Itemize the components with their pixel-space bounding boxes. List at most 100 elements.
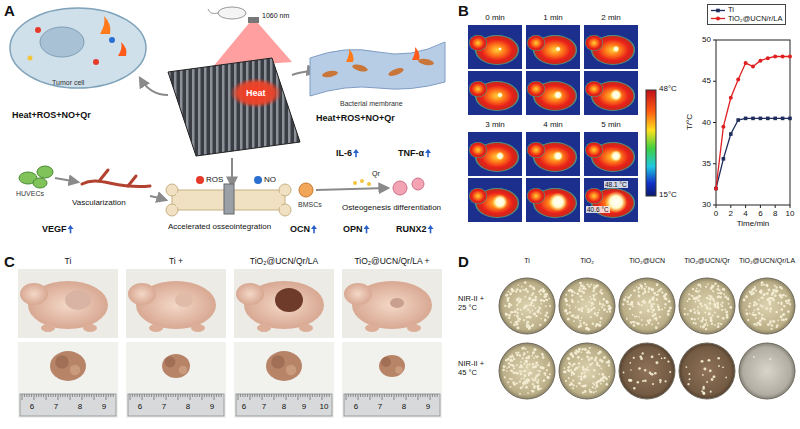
colony <box>601 306 603 308</box>
ruler <box>269 394 270 397</box>
colony <box>767 289 770 292</box>
colony <box>512 311 514 313</box>
colony <box>574 352 576 354</box>
colony <box>589 296 591 298</box>
group-label: Ti <box>65 257 72 267</box>
ruler <box>43 394 44 397</box>
colony <box>780 287 782 289</box>
colony <box>512 371 515 374</box>
colony <box>595 325 597 327</box>
thermal-image <box>468 71 522 115</box>
colony <box>589 352 591 354</box>
scale-min: 15°C <box>659 190 677 199</box>
bone <box>166 184 291 216</box>
colony <box>644 369 646 371</box>
thermal-image <box>526 132 580 176</box>
colony <box>534 312 536 314</box>
ruler <box>257 394 258 397</box>
colony <box>520 309 522 311</box>
colony <box>578 308 581 311</box>
colony <box>566 304 568 306</box>
colony <box>542 354 544 356</box>
legend-text: Ti <box>728 6 734 15</box>
colony <box>609 311 611 313</box>
ruler <box>290 394 291 397</box>
ruler <box>199 394 200 397</box>
colony <box>627 297 630 300</box>
colony <box>536 381 539 384</box>
colony <box>777 319 779 321</box>
colony <box>644 291 647 294</box>
mouse-photo <box>83 324 97 332</box>
ruler <box>379 394 380 397</box>
ruler <box>137 394 138 397</box>
colony <box>722 288 725 291</box>
colony <box>657 322 659 324</box>
ruler <box>175 394 176 397</box>
colony <box>517 317 519 319</box>
colony <box>577 351 579 353</box>
colony <box>700 325 702 327</box>
tumor-cell <box>10 8 146 88</box>
colony <box>565 309 568 312</box>
colony <box>516 327 519 330</box>
panel-letter: B <box>458 2 469 19</box>
ruler <box>295 394 296 397</box>
ruler <box>98 394 99 397</box>
excised-tumor-photo <box>342 342 442 418</box>
colony <box>508 314 511 317</box>
colony <box>515 291 517 293</box>
colony <box>527 309 529 311</box>
colony <box>708 312 711 315</box>
ruler <box>113 394 114 397</box>
huvec-cells <box>37 166 53 178</box>
colony <box>508 302 510 304</box>
colony <box>764 318 766 320</box>
colony <box>622 303 624 305</box>
data-point <box>736 118 740 122</box>
colony <box>536 385 539 388</box>
colony <box>539 324 541 326</box>
colony <box>571 371 574 374</box>
colony <box>714 304 716 306</box>
ruler <box>247 394 248 397</box>
bacterial-membrane <box>322 70 339 79</box>
colony <box>513 324 516 327</box>
increase-arrow-head <box>364 225 370 229</box>
colony <box>706 306 709 309</box>
colony <box>536 365 538 367</box>
group-label: TiO₂ <box>580 257 594 265</box>
thermal-image <box>469 35 487 51</box>
colony <box>509 356 512 359</box>
temperature-chart <box>760 205 761 208</box>
colony <box>765 307 768 310</box>
flow-arrows <box>140 78 168 95</box>
ruler <box>22 394 23 400</box>
mouse-photo <box>149 324 163 332</box>
colony <box>546 299 548 301</box>
ruler <box>108 394 109 397</box>
colony <box>652 309 655 312</box>
species-label: NO <box>264 175 276 184</box>
bmsc-cells <box>393 181 407 195</box>
ruler <box>79 394 80 397</box>
colony <box>529 363 531 365</box>
colony <box>644 379 647 382</box>
colony <box>643 300 645 302</box>
temperature-chart <box>745 205 746 208</box>
temperature-chart <box>713 122 716 123</box>
thermal-image <box>469 188 487 204</box>
ruler <box>358 394 359 400</box>
thermal-image <box>497 92 503 98</box>
colony <box>707 308 709 310</box>
colony <box>651 355 654 358</box>
ruler <box>394 394 395 400</box>
mouse-photo <box>236 283 264 305</box>
colony <box>521 313 523 315</box>
colony <box>598 373 600 375</box>
data-point <box>773 55 777 59</box>
colony <box>602 380 604 382</box>
ruler <box>106 394 107 400</box>
colony <box>713 290 715 292</box>
colony <box>765 284 768 287</box>
